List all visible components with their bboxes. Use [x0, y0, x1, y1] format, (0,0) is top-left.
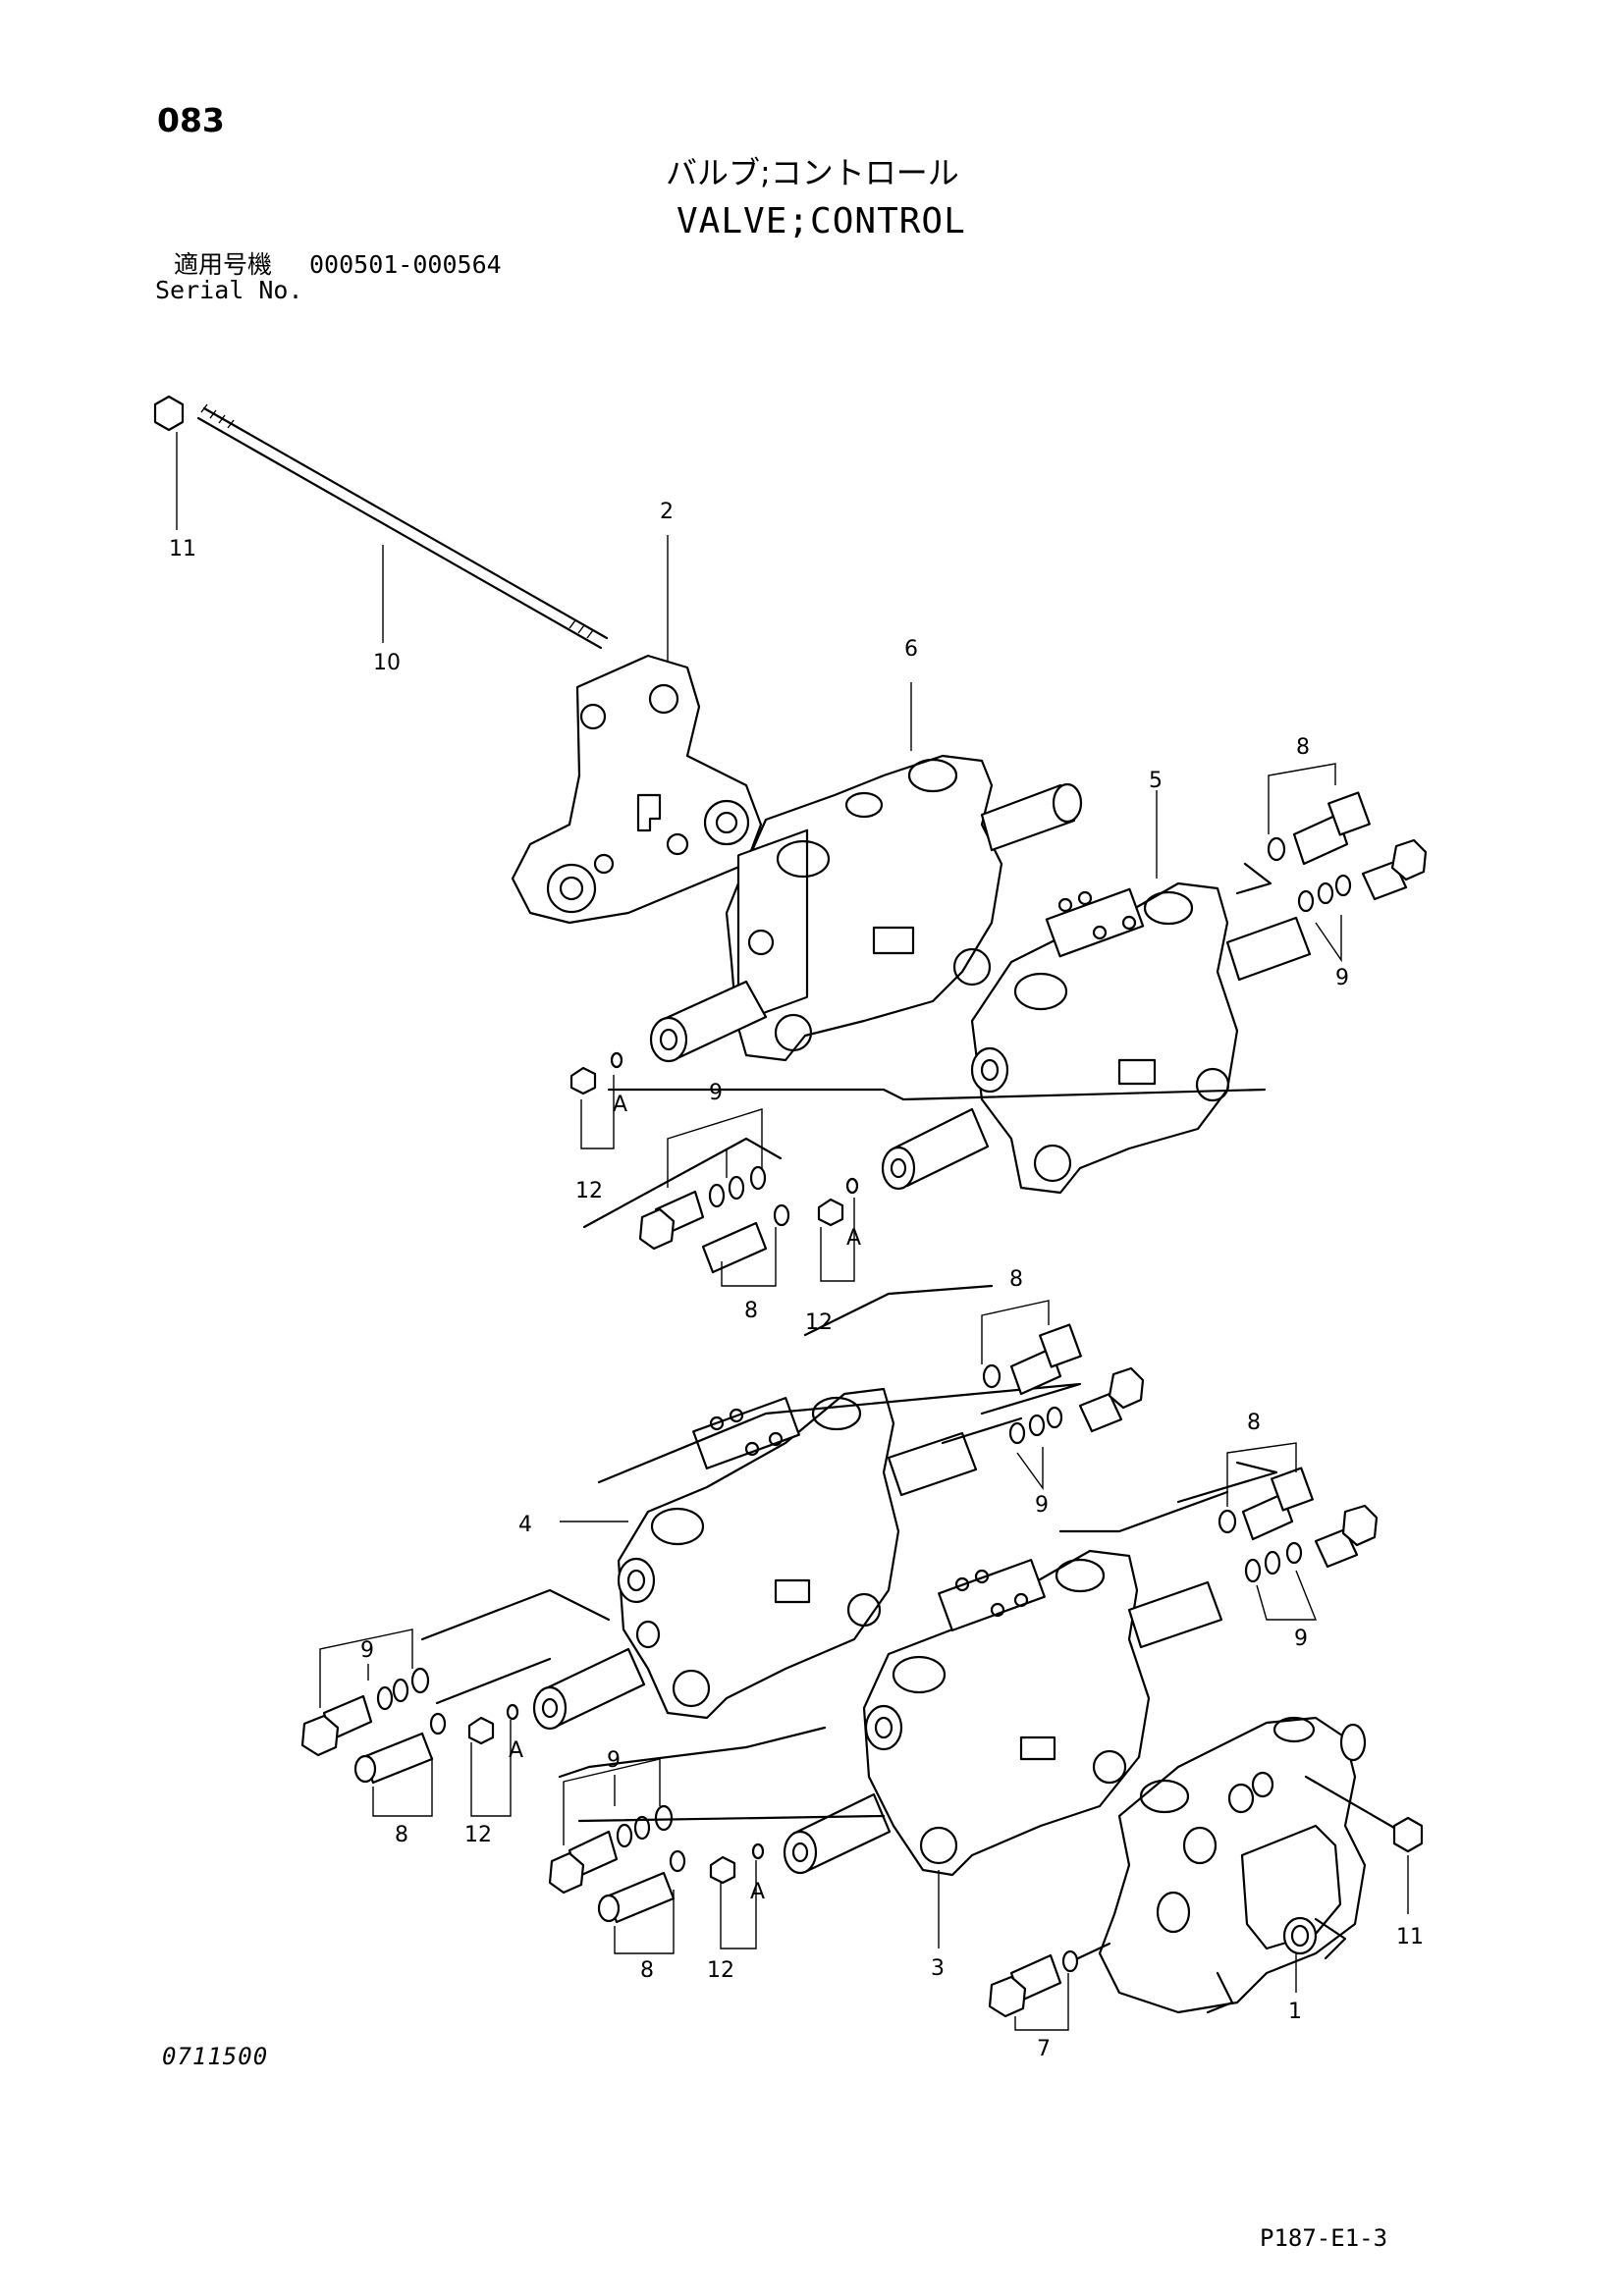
- callout-9: 9: [607, 1748, 621, 1773]
- callout-9: 9: [1035, 1493, 1049, 1518]
- callout-7: 7: [1037, 2037, 1051, 2061]
- title-japanese: バルブ;コントロール: [666, 154, 959, 191]
- lower-right-fittings: [982, 1323, 1379, 1583]
- callout-8: 8: [395, 1823, 408, 1847]
- lower-nut: [1392, 1816, 1424, 1853]
- upper-right-fittings: [1267, 791, 1428, 913]
- page-reference: P187-E1-3: [1260, 2224, 1388, 2252]
- callout-1: 1: [1288, 2000, 1302, 2024]
- inlet-housing: [1098, 1716, 1367, 2014]
- callout-8: 8: [744, 1299, 758, 1323]
- callout-8: 8: [1296, 735, 1310, 760]
- callout-8: 8: [1009, 1267, 1023, 1292]
- callout-10: 10: [373, 651, 401, 675]
- drawing-code: 0711500: [162, 2043, 269, 2070]
- callout-12: 12: [805, 1310, 833, 1335]
- callout-a: A: [750, 1880, 765, 1904]
- relief-fitting: [988, 1942, 1111, 2018]
- serial-label-english: Serial No.: [155, 276, 303, 304]
- callout-4: 4: [518, 1513, 532, 1537]
- callout-6: 6: [904, 637, 918, 662]
- tie-bolt: [153, 395, 609, 650]
- page-number: 083: [157, 101, 225, 139]
- upper-left-fittings: [569, 1051, 859, 1274]
- callout-9: 9: [1335, 966, 1349, 990]
- end-plate: [511, 654, 763, 925]
- callout-5: 5: [1149, 769, 1163, 793]
- serial-label-japanese: 適用号機: [174, 250, 273, 279]
- callout-a: A: [846, 1226, 861, 1251]
- callout-12: 12: [464, 1823, 492, 1847]
- callout-a: A: [509, 1738, 523, 1763]
- leader-lines: [176, 432, 1409, 2031]
- callout-9: 9: [709, 1081, 723, 1105]
- callout-12: 12: [575, 1179, 603, 1203]
- callout-3: 3: [931, 1956, 945, 1981]
- callout-9: 9: [1294, 1627, 1308, 1651]
- callout-11: 11: [169, 537, 196, 561]
- title-english: VALVE;CONTROL: [677, 201, 966, 241]
- serial-range: 000501-000564: [309, 250, 502, 279]
- callout-11: 11: [1396, 1925, 1424, 1949]
- callout-8: 8: [640, 1958, 654, 1983]
- valve-section-4: [532, 1387, 978, 1731]
- callout-a: A: [613, 1093, 627, 1117]
- callout-8: 8: [1247, 1411, 1261, 1435]
- valve-section-3: [783, 1549, 1223, 1877]
- valve-section-6: [649, 754, 1083, 1063]
- callout-labels: 11 10 2 6 5 8 9 12 A 9 8 12 A 8 9 8 9 4 …: [169, 500, 1424, 2061]
- callout-9: 9: [360, 1638, 374, 1663]
- valve-section-5: [881, 881, 1312, 1195]
- callout-12: 12: [707, 1958, 734, 1983]
- callout-2: 2: [660, 500, 674, 524]
